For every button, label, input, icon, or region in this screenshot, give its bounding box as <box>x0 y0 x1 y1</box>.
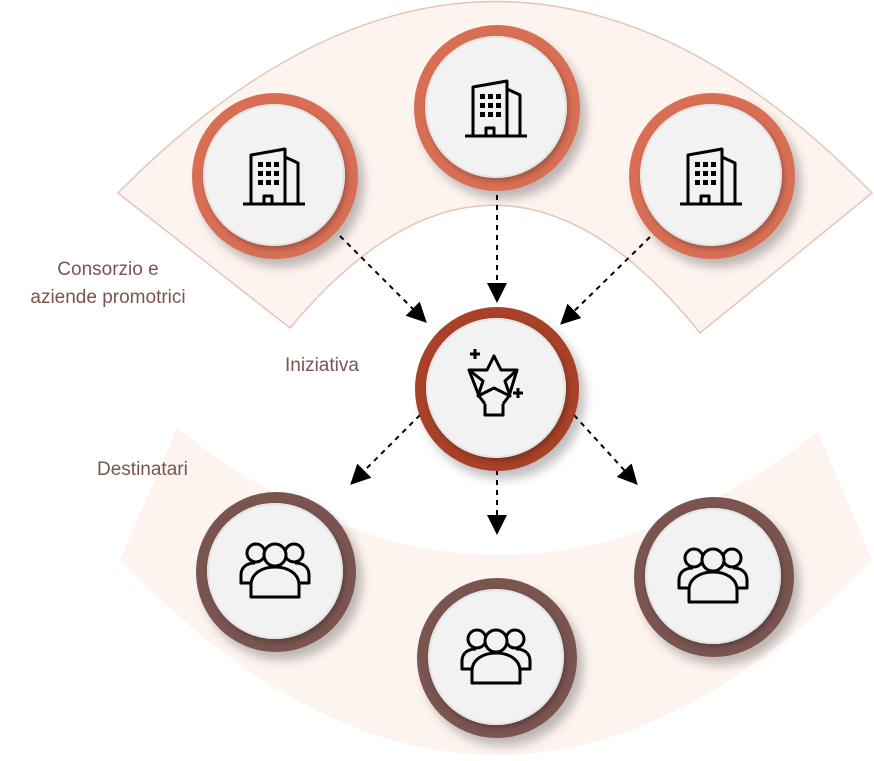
initiative-node <box>415 307 579 471</box>
group-icon <box>239 542 311 599</box>
initiative-label: Iniziativa <box>285 355 359 376</box>
promoter-node-3 <box>629 93 795 259</box>
promoters-label-line2: aziende promotrici <box>30 287 186 308</box>
promoter-node-2 <box>414 25 580 191</box>
node-face <box>428 589 564 725</box>
building-icon <box>465 79 527 138</box>
building-icon <box>680 147 742 206</box>
promoters-label-line1: Consorzio e <box>57 259 159 280</box>
recipient-node-2 <box>417 578 577 738</box>
arrow-promoter-3 <box>560 236 651 325</box>
node-face <box>426 318 566 458</box>
promoters-label: Consorzio e aziende promotrici <box>0 256 216 312</box>
node-face <box>425 36 567 178</box>
recipients-label: Destinatari <box>97 459 188 480</box>
group-icon <box>677 547 749 604</box>
recipient-node-3 <box>634 497 794 657</box>
node-face <box>203 104 345 246</box>
promoter-node-1 <box>192 93 358 259</box>
building-icon <box>243 147 305 206</box>
arrow-recipient-1 <box>350 414 421 485</box>
node-face <box>207 503 343 639</box>
node-face <box>640 104 782 246</box>
node-face <box>645 508 781 644</box>
recipient-node-1 <box>196 492 356 652</box>
arrow-recipient-3 <box>573 414 638 485</box>
group-icon <box>460 628 532 685</box>
star-award-icon <box>467 349 523 417</box>
